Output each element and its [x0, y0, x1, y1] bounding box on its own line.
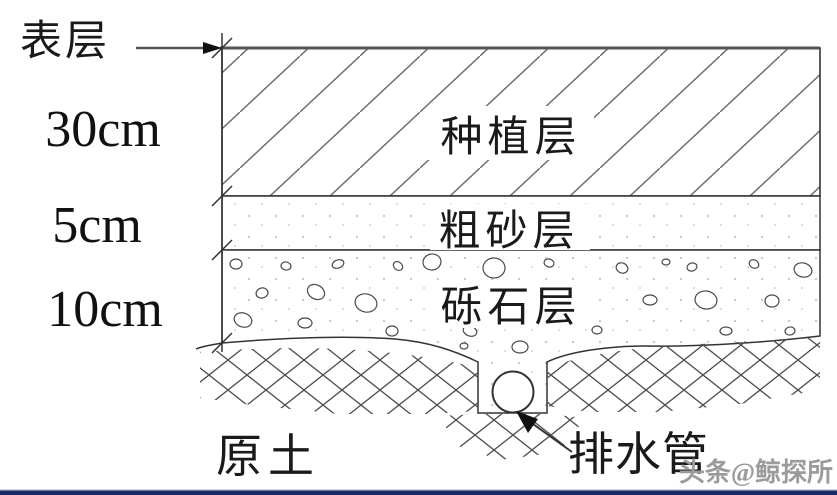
arrowhead-upleft-icon: [516, 411, 538, 433]
footer-bar: [0, 490, 837, 495]
dimension-line-group: [211, 33, 233, 354]
label-backing: [430, 204, 590, 250]
watermark-text: 头条@鲸探所: [679, 457, 833, 487]
tick-gravel-bottom: [211, 332, 233, 354]
pipe-pointer-arrow: [516, 411, 573, 453]
label-backing: [434, 281, 588, 328]
gravel-pebbles: [229, 253, 813, 354]
label-backing: [428, 106, 594, 160]
drain-pipe-label: 排水管: [568, 429, 709, 480]
planting-thickness-label: 30cm: [45, 101, 161, 158]
sand-thickness-label: 5cm: [52, 197, 142, 254]
tick-planting-bottom: [211, 185, 233, 207]
gravel-thickness-label: 10cm: [47, 281, 163, 338]
tick-sand-bottom: [211, 239, 233, 261]
surface-layer-label: 表层: [20, 19, 110, 65]
footer-bar-highlight: [0, 489, 837, 491]
gravel-layer-label: 砾石层: [440, 285, 581, 331]
native-soil-hatch: [200, 337, 820, 460]
arrowhead-right-icon: [203, 42, 222, 54]
planting-layer-label: 种植层: [440, 115, 581, 161]
wavy-line-left-stub: [195, 342, 223, 350]
native-soil-label: 原土: [216, 431, 320, 482]
drain-pipe-circle: [491, 370, 535, 414]
sand-layer-label: 粗砂层: [438, 209, 579, 255]
surface-pointer-arrow: [136, 42, 222, 54]
